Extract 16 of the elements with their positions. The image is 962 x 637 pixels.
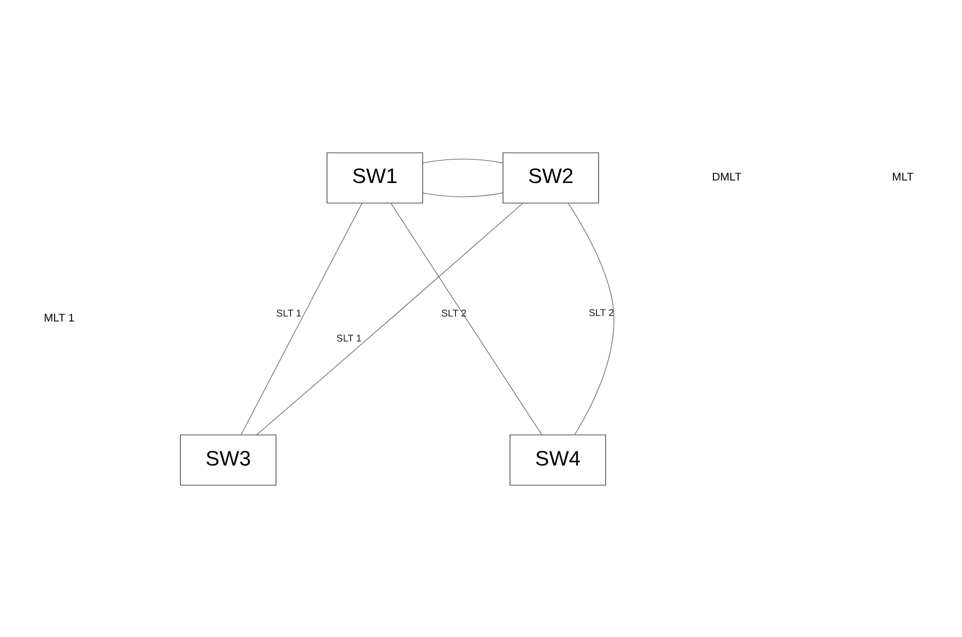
label: DMLT <box>712 171 742 184</box>
connector <box>240 202 362 435</box>
connector <box>390 202 542 435</box>
node-box: SW4 <box>510 434 606 486</box>
edge-label: SLT 1 <box>336 332 362 344</box>
label: MLT 1 <box>44 312 74 324</box>
node-box: SW2 <box>502 152 600 203</box>
connector <box>256 202 524 435</box>
edge-label: SLT 1 <box>276 308 302 319</box>
connector <box>422 192 504 197</box>
node-box: SW1 <box>326 152 424 203</box>
label: MLT <box>892 171 914 184</box>
connector <box>568 202 614 435</box>
connector <box>422 158 504 163</box>
edge-label: SLT 2 <box>588 307 614 318</box>
node-box: SW3 <box>180 434 276 486</box>
